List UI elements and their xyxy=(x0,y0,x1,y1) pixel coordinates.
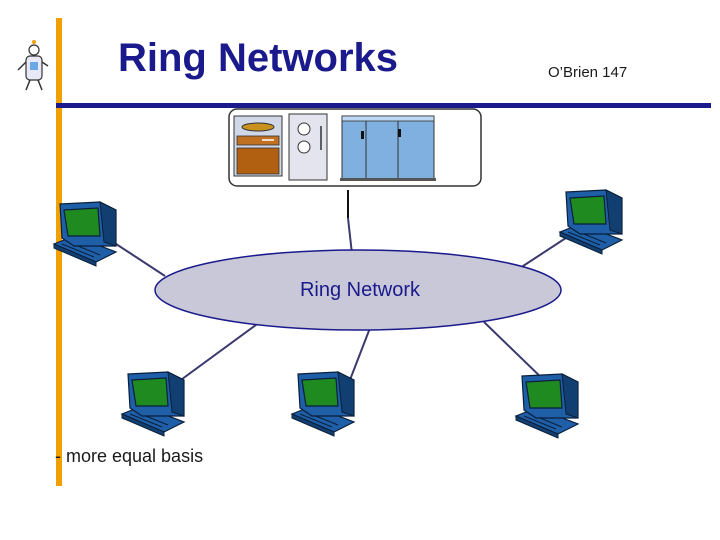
computer-icon xyxy=(291,371,355,437)
ring-links xyxy=(109,233,573,386)
ring-network-label: Ring Network xyxy=(300,279,421,301)
server-ring-link xyxy=(347,217,353,255)
computer-icon xyxy=(121,371,185,437)
server-rack-icon xyxy=(228,108,482,187)
computer-icon xyxy=(559,189,623,255)
cartoon-mascot-icon xyxy=(17,40,49,91)
accent-horizontal-bar xyxy=(56,103,711,108)
accent-vertical-bar xyxy=(56,18,62,486)
slide-title: Ring Networks xyxy=(118,36,399,80)
computer-icon xyxy=(515,373,579,439)
slide-note: - more equal basis xyxy=(55,446,204,466)
computer-icon xyxy=(53,201,117,267)
ring-network-ellipse xyxy=(154,249,562,331)
page-reference: O’Brien 147 xyxy=(548,64,628,81)
